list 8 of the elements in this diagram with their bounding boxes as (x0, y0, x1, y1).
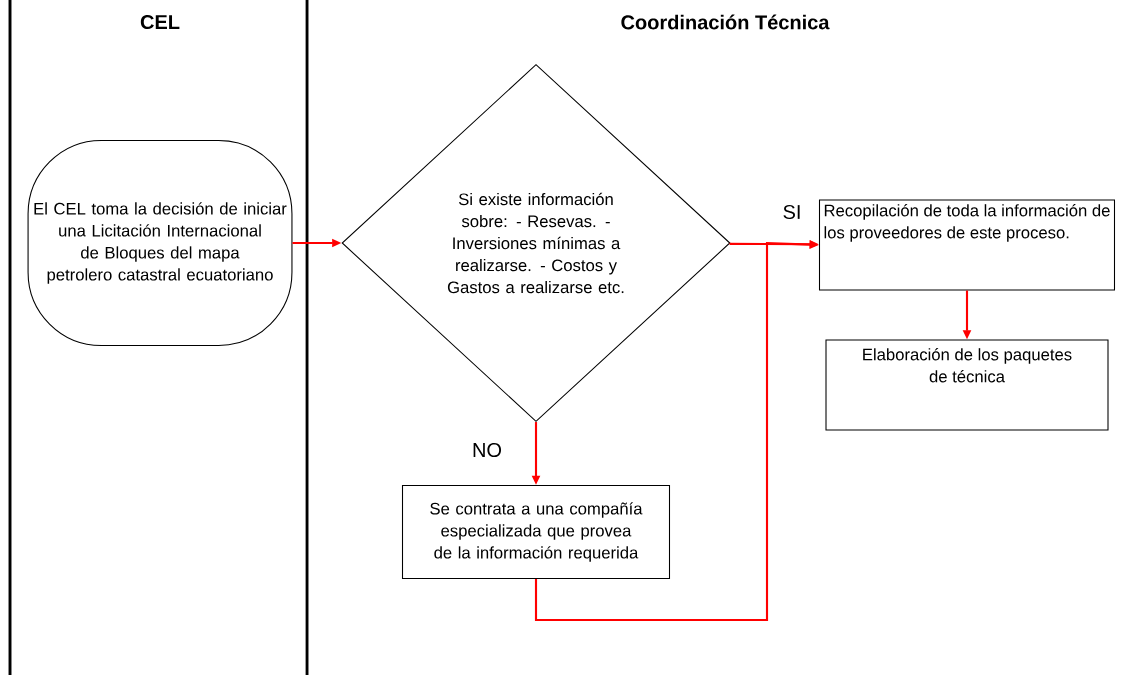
process-box: Elaboración de los paquetes de técnica (825, 339, 1109, 431)
lane-heading: CEL (140, 14, 180, 30)
lane-heading: Coordinación Técnica (621, 14, 830, 30)
edge-label: NO (470, 441, 504, 459)
edge-label: SI (781, 203, 803, 221)
process-box: Se contrata a una compañía especializada que provea de la información requerida (401, 484, 671, 580)
start-terminal: El CEL toma la decisión de iniciar una Licitación Internacional de Bloques del mapa petrolero catastral ecuatoriano (27, 139, 293, 347)
process-box: Recopilación de toda la información de los proveedores de este proceso. (818, 199, 1116, 291)
